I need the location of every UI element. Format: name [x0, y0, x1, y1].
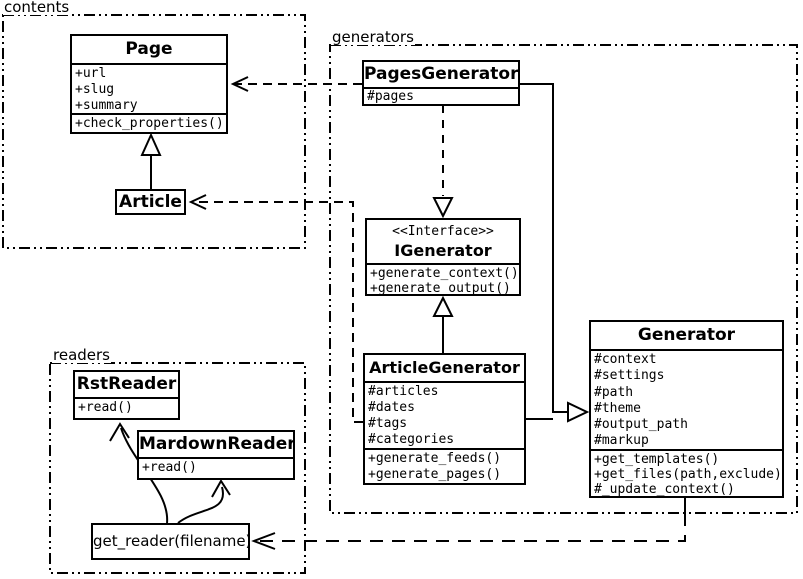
methods-section: +read() — [75, 397, 178, 418]
attribute-line: #output_path — [594, 417, 688, 433]
attributes-section: #articles #dates #tags #categories — [365, 381, 524, 448]
class-title: Page — [125, 39, 173, 59]
attribute-line: #dates — [368, 400, 415, 415]
open-arrowhead-icon — [188, 194, 207, 210]
methods-section: +read() — [139, 457, 293, 478]
method-line: +read() — [142, 460, 197, 475]
dependency-generator-getreader — [257, 513, 686, 542]
method-line: +generate_output() — [370, 281, 511, 294]
class-mardownreader: MardownReader +read() — [137, 430, 295, 480]
class-title: MardownReader — [139, 434, 293, 454]
class-title: Article — [119, 192, 182, 212]
class-rstreader: RstReader +read() — [73, 370, 180, 420]
class-article: Article — [115, 189, 186, 215]
attribute-line: #path — [594, 384, 634, 400]
methods-section: +generate_feeds() +generate_pages() — [365, 448, 524, 483]
attributes-section: #pages — [364, 87, 518, 104]
attribute-line: #markup — [594, 433, 649, 449]
class-articlegenerator: ArticleGenerator #articles #dates #tags … — [363, 353, 526, 485]
package-border-contents — [2, 14, 306, 249]
dependency-articlegenerator-article — [192, 201, 363, 423]
method-line: #_update_context() — [594, 482, 735, 496]
open-arrowhead-icon — [211, 479, 231, 498]
methods-section: +generate_context() +generate_output() — [367, 263, 519, 294]
method-line: +get_templates() — [594, 452, 720, 467]
attribute-line: #settings — [594, 368, 665, 384]
attribute-line: #articles — [368, 384, 439, 399]
hollow-triangle-icon — [432, 295, 454, 317]
class-title: Generator — [637, 325, 736, 345]
class-title: IGenerator — [394, 241, 492, 260]
package-label-readers: readers — [52, 346, 111, 364]
method-line: +generate_pages() — [368, 467, 502, 482]
arrow-getreader-mardownreader — [177, 486, 224, 524]
attribute-line: +slug — [75, 82, 115, 97]
package-border-generators — [329, 44, 798, 514]
attribute-line: +summary — [75, 98, 138, 113]
class-title: RstReader — [76, 374, 177, 394]
class-header: <<Interface>> IGenerator — [367, 220, 519, 263]
attribute-line: #context — [594, 352, 657, 367]
open-arrowhead-icon — [109, 422, 130, 442]
inheritance-pagesgenerator-generator — [520, 83, 568, 413]
package-label-contents: contents — [3, 0, 71, 16]
package-border-readers — [49, 362, 306, 574]
methods-section: +get_templates() +get_files(path,exclude… — [591, 449, 782, 496]
stereotype-label: <<Interface>> — [392, 224, 494, 239]
open-arrowhead-icon — [251, 532, 276, 550]
attributes-section: #context #settings #path #theme #output_… — [591, 349, 782, 449]
attribute-line: #pages — [367, 89, 414, 104]
function-get-reader: get_reader(filename) — [91, 523, 250, 560]
class-title: ArticleGenerator — [369, 358, 520, 377]
attributes-section: +url +slug +summary — [72, 63, 226, 113]
class-title: PagesGenerator — [364, 64, 518, 84]
hollow-triangle-icon — [140, 132, 162, 156]
class-igenerator: <<Interface>> IGenerator +generate_conte… — [365, 218, 521, 296]
hollow-triangle-icon — [432, 197, 454, 219]
package-label-generators: generators — [331, 28, 415, 46]
method-line: +check_properties() — [75, 116, 224, 131]
class-page: Page +url +slug +summary +check_properti… — [70, 34, 228, 134]
attribute-line: +url — [75, 66, 107, 81]
methods-section: +check_properties() — [72, 113, 226, 132]
class-pagesgenerator: PagesGenerator #pages — [362, 60, 520, 106]
method-line: +generate_feeds() — [368, 451, 502, 466]
open-arrowhead-icon — [230, 76, 249, 92]
method-line: +read() — [78, 400, 133, 415]
attribute-line: #tags — [368, 416, 408, 431]
method-line: +generate_context() — [370, 266, 519, 281]
attribute-line: #theme — [594, 400, 641, 416]
method-line: +get_files(path,exclude) — [594, 467, 782, 482]
hollow-triangle-icon — [567, 401, 590, 423]
class-generator: Generator #context #settings #path #them… — [589, 320, 784, 498]
attribute-line: #categories — [368, 432, 455, 447]
